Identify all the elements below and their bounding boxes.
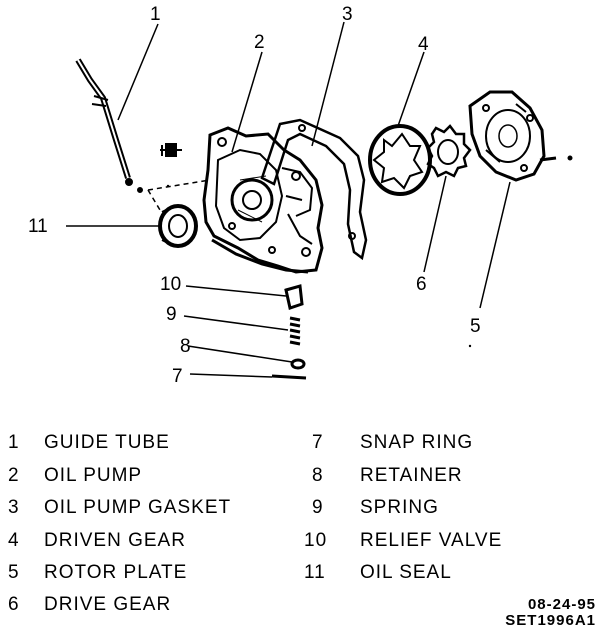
legend-item: 7 SNAP RING	[312, 432, 473, 454]
callout-1: 1	[150, 4, 161, 25]
legend-label: SPRING	[360, 497, 439, 518]
legend-number: 10	[304, 530, 328, 551]
legend-item: 11 OIL SEAL	[304, 562, 452, 584]
legend-item: 5 ROTOR PLATE	[8, 562, 187, 584]
legend-label: OIL PUMP	[44, 465, 143, 486]
spring-illustration	[289, 316, 301, 346]
callout-11: 11	[28, 216, 48, 237]
rotor-plate-illustration	[468, 90, 546, 182]
legend-item: 6 DRIVE GEAR	[8, 594, 171, 616]
legend-number: 1	[8, 432, 20, 453]
callout-8: 8	[180, 336, 191, 357]
bolt-illustration	[160, 143, 182, 157]
guide-tube-illustration	[75, 58, 143, 193]
legend-label: SNAP RING	[360, 432, 474, 453]
oil-pump-illustration	[202, 126, 324, 274]
snap-ring-illustration	[271, 374, 307, 380]
legend-label: RETAINER	[360, 465, 463, 486]
callout-6: 6	[416, 274, 427, 295]
date-code: 08-24-95	[527, 596, 596, 613]
legend-number: 11	[304, 562, 326, 583]
screw-illustration	[539, 155, 573, 162]
legend-item: 9 SPRING	[312, 497, 439, 519]
legend-label: ROTOR PLATE	[44, 562, 188, 583]
legend-item: 1 GUIDE TUBE	[8, 432, 170, 454]
legend-label: OIL SEAL	[360, 562, 452, 583]
legend-number: 5	[8, 562, 20, 583]
legend-item: 3 OIL PUMP GASKET	[8, 497, 231, 519]
exploded-view-diagram: 1 2 3 4 5 6 7 8 9 10 11	[28, 4, 573, 387]
legend-item: 2 OIL PUMP	[8, 465, 142, 487]
drive-gear-illustration	[426, 124, 472, 178]
retainer-illustration	[290, 358, 306, 370]
legend-item: 10 RELIEF VALVE	[304, 530, 502, 552]
callout-3: 3	[342, 4, 353, 25]
relief-valve-illustration	[284, 284, 304, 310]
legend-number: 3	[8, 497, 20, 518]
legend-label: OIL PUMP GASKET	[44, 497, 232, 518]
callout-5: 5	[470, 316, 481, 337]
legend-item: 8 RETAINER	[312, 465, 463, 487]
oil-pump-gasket-illustration	[260, 118, 368, 261]
legend-number: 7	[312, 432, 324, 453]
legend-item: 4 DRIVEN GEAR	[8, 530, 186, 552]
legend-label: DRIVE GEAR	[44, 594, 172, 615]
callout-9: 9	[166, 304, 177, 325]
driven-gear-illustration	[368, 124, 432, 196]
legend-number: 4	[8, 530, 20, 551]
legend-number: 2	[8, 465, 20, 486]
legend-label: RELIEF VALVE	[360, 530, 503, 551]
callout-2: 2	[254, 32, 265, 53]
callout-7: 7	[172, 366, 183, 387]
legend-label: DRIVEN GEAR	[44, 530, 186, 551]
legend-number: 8	[312, 465, 324, 486]
figure-code: SET1996A1	[505, 612, 596, 629]
callout-4: 4	[418, 34, 429, 55]
legend-number: 6	[8, 594, 20, 615]
callout-10: 10	[160, 274, 181, 295]
legend-number: 9	[312, 497, 324, 518]
oil-seal-illustration	[158, 204, 198, 248]
legend-label: GUIDE TUBE	[44, 432, 170, 453]
leader-lines	[66, 21, 511, 378]
